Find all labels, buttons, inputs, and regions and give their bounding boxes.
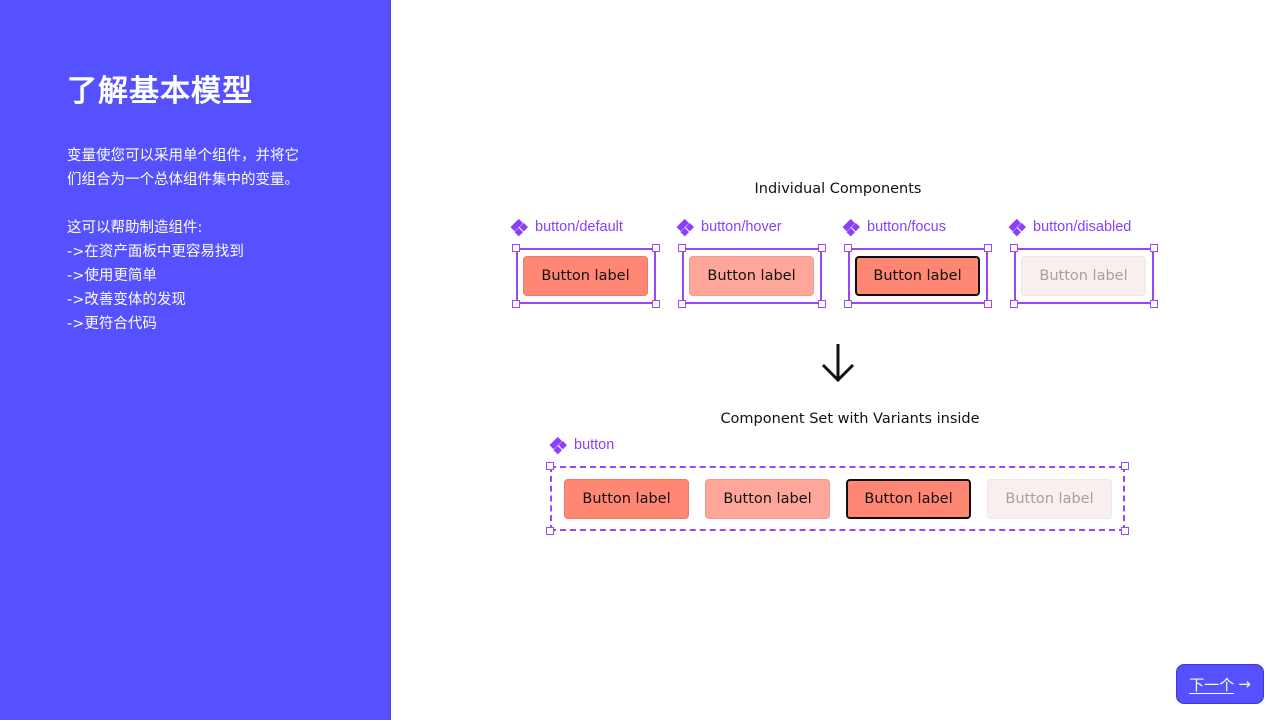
page-title: 了解基本模型 (67, 74, 253, 109)
resize-handle[interactable] (1010, 244, 1018, 252)
component-frame-default[interactable] (512, 244, 660, 308)
button-focus[interactable]: Button label (855, 256, 980, 296)
resize-handle[interactable] (1010, 300, 1018, 308)
resize-handle[interactable] (1150, 244, 1158, 252)
benefit-item: ->更符合代码 (67, 316, 157, 332)
sidebar-panel: 了解基本模型 变量使您可以采用单个组件，并将它 们组合为一个总体组件集中的变量。… (0, 0, 391, 720)
arrow-right-icon: → (1238, 675, 1251, 693)
component-label-focus[interactable]: button/focus (842, 218, 946, 236)
arrow-down-icon (821, 344, 855, 383)
component-set-frame[interactable] (546, 462, 1129, 535)
component-icon (676, 218, 694, 236)
component-icon (1008, 218, 1026, 236)
resize-handle[interactable] (512, 300, 520, 308)
benefit-item: ->在资产面板中更容易找到 (67, 244, 244, 260)
resize-handle[interactable] (984, 244, 992, 252)
component-frame-focus[interactable] (844, 244, 992, 308)
resize-handle[interactable] (652, 300, 660, 308)
next-button[interactable]: 下一个 → (1176, 664, 1264, 704)
variant-button-disabled[interactable]: Button label (987, 479, 1112, 519)
resize-handle[interactable] (652, 244, 660, 252)
benefit-item: ->使用更简单 (67, 268, 157, 284)
resize-handle[interactable] (1121, 527, 1129, 535)
resize-handle[interactable] (844, 300, 852, 308)
component-set-name: button (574, 437, 615, 453)
component-name: button/default (535, 219, 623, 235)
resize-handle[interactable] (844, 244, 852, 252)
component-icon (510, 218, 528, 236)
component-name: button/hover (701, 219, 782, 235)
next-button-label: 下一个 (1189, 675, 1235, 694)
resize-handle[interactable] (984, 300, 992, 308)
component-icon (549, 436, 567, 454)
variant-button-focus[interactable]: Button label (846, 479, 971, 519)
resize-handle[interactable] (512, 244, 520, 252)
resize-handle[interactable] (546, 462, 554, 470)
button-default[interactable]: Button label (523, 256, 648, 296)
intro-text: 变量使您可以采用单个组件，并将它 们组合为一个总体组件集中的变量。 (67, 144, 299, 192)
component-frame-hover[interactable] (678, 244, 826, 308)
component-label-default[interactable]: button/default (510, 218, 623, 236)
benefits-heading: 这可以帮助制造组件: (67, 220, 203, 236)
resize-handle[interactable] (678, 244, 686, 252)
component-icon (842, 218, 860, 236)
component-frame-disabled[interactable] (1010, 244, 1158, 308)
intro-line: 变量使您可以采用单个组件，并将它 (67, 148, 299, 164)
component-name: button/focus (867, 219, 946, 235)
component-set-label[interactable]: button (549, 436, 615, 454)
variant-button-hover[interactable]: Button label (705, 479, 830, 519)
benefit-item: ->改善变体的发现 (67, 292, 186, 308)
resize-handle[interactable] (1121, 462, 1129, 470)
resize-handle[interactable] (678, 300, 686, 308)
resize-handle[interactable] (1150, 300, 1158, 308)
component-name: button/disabled (1033, 219, 1132, 235)
benefits-list: 这可以帮助制造组件: ->在资产面板中更容易找到 ->使用更简单 ->改善变体的… (67, 216, 244, 336)
resize-handle[interactable] (818, 300, 826, 308)
resize-handle[interactable] (818, 244, 826, 252)
component-set-heading: Component Set with Variants inside (720, 411, 980, 427)
button-hover[interactable]: Button label (689, 256, 814, 296)
individual-components-heading: Individual Components (754, 181, 922, 197)
component-label-disabled[interactable]: button/disabled (1008, 218, 1132, 236)
component-label-hover[interactable]: button/hover (676, 218, 782, 236)
intro-line: 们组合为一个总体组件集中的变量。 (67, 172, 299, 188)
variant-button-default[interactable]: Button label (564, 479, 689, 519)
resize-handle[interactable] (546, 527, 554, 535)
button-disabled[interactable]: Button label (1021, 256, 1146, 296)
